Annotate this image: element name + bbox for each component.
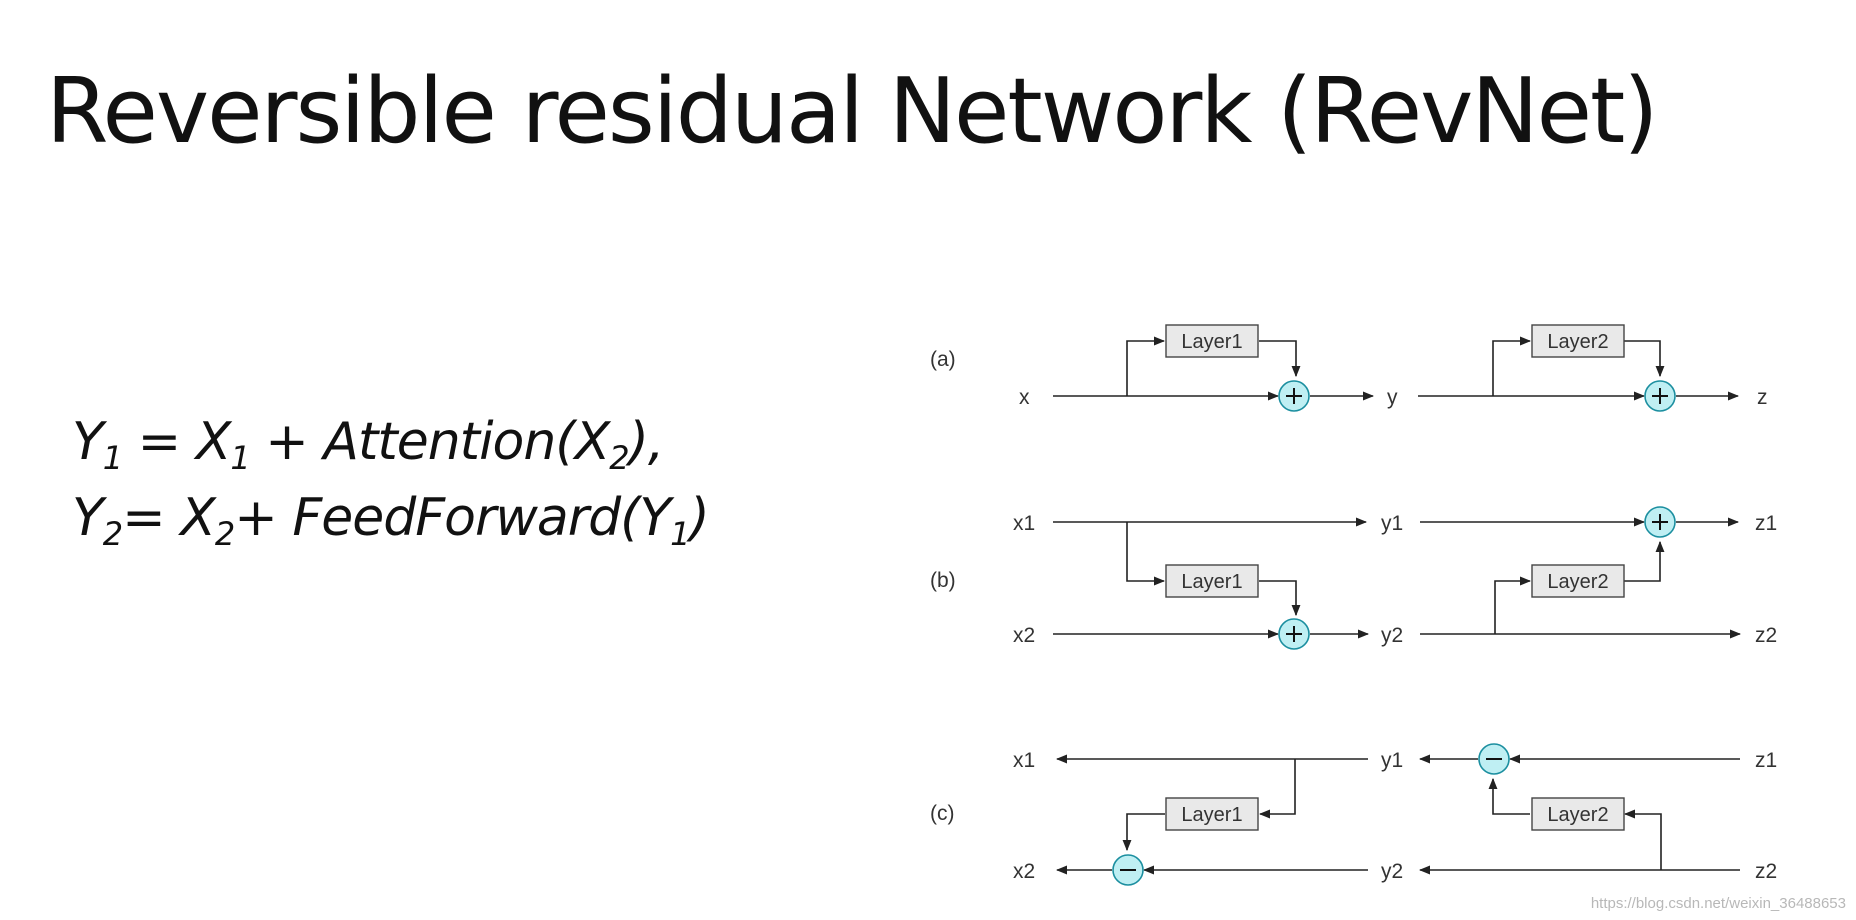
panel-a-layer1-label: Layer1 — [1181, 331, 1242, 353]
layer-boxes: Layer1 Layer2 Layer1 Layer2 Layer1 Layer… — [1165, 324, 1625, 831]
watermark: https://blog.csdn.net/weixin_36488653 — [1590, 895, 1846, 912]
panel-b-z1-label: z1 — [1755, 512, 1777, 535]
plus-node-a1 — [1278, 380, 1310, 412]
panel-c-y2-label: y2 — [1381, 860, 1403, 883]
panel-b-y1-label: y1 — [1381, 512, 1403, 535]
panel-a-lines — [1053, 336, 1740, 401]
panel-c-layer2-box: Layer2 — [1531, 797, 1625, 831]
panel-a-z-label: z — [1757, 386, 1768, 409]
panel-b-x1-label: x1 — [1013, 512, 1035, 535]
minus-node-c1 — [1478, 743, 1510, 775]
panel-b-y2-label: y2 — [1381, 624, 1403, 647]
plus-node-b2 — [1278, 618, 1310, 650]
panel-c-y1-label: y1 — [1381, 749, 1403, 772]
panel-b-layer2-label: Layer2 — [1547, 571, 1608, 593]
plus-node-b1 — [1644, 506, 1676, 538]
panel-c-z2-label: z2 — [1755, 860, 1777, 883]
formula-y2: Y2= X2+ FeedForward(Y1) — [72, 488, 710, 553]
panel-c-z1-label: z1 — [1755, 749, 1777, 772]
panel-c-tag: (c) — [930, 802, 955, 825]
panel-c-layer2-label: Layer2 — [1547, 804, 1608, 826]
formula-y1: Y1 = X1 + Attention(X2), — [72, 412, 664, 477]
panel-a-layer1-box: Layer1 — [1165, 324, 1259, 358]
panel-c-lines — [1055, 754, 1740, 875]
slide-title: Reversible residual Network (RevNet) — [46, 59, 1658, 164]
panel-b-layer1-label: Layer1 — [1181, 571, 1242, 593]
panel-a-layer2-box: Layer2 — [1531, 324, 1625, 358]
panel-c-layer1-label: Layer1 — [1181, 804, 1242, 826]
minus-node-c2 — [1112, 854, 1144, 886]
panel-b-layer1-box: Layer1 — [1165, 564, 1259, 598]
panel-b-z2-label: z2 — [1755, 624, 1777, 647]
panel-c-x1-label: x1 — [1013, 749, 1035, 772]
panel-c-x2-label: x2 — [1013, 860, 1035, 883]
panel-a-layer2-label: Layer2 — [1547, 331, 1608, 353]
panel-a-x-label: x — [1019, 386, 1030, 409]
panel-a-tag: (a) — [930, 348, 956, 371]
panel-b-lines — [1053, 517, 1742, 639]
panel-b-layer2-box: Layer2 — [1531, 564, 1625, 598]
panel-c-layer1-box: Layer1 — [1165, 797, 1259, 831]
panel-a-y-label: y — [1387, 386, 1398, 409]
panel-b-tag: (b) — [930, 569, 956, 592]
plus-node-a2 — [1644, 380, 1676, 412]
panel-b-x2-label: x2 — [1013, 624, 1035, 647]
